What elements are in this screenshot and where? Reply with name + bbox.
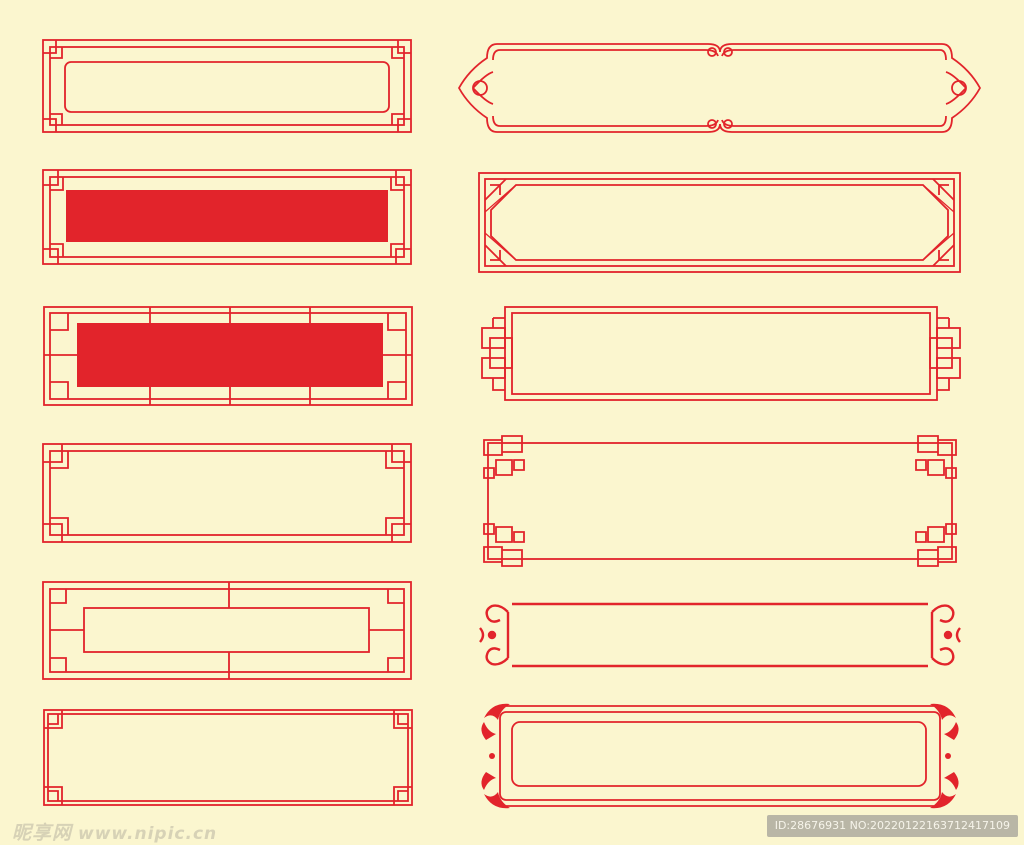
watermark-site: www.nipic.cn (78, 824, 218, 844)
frame-left-6 (43, 709, 413, 806)
watermark-id-badge: ID:28676931 NO:20220122163712417109 (766, 815, 1018, 837)
frame-right-1 (457, 43, 982, 133)
frame-right-4 (483, 435, 957, 567)
frame-left-4 (42, 443, 412, 543)
frame-right-5 (479, 602, 961, 668)
frame-left-1 (42, 39, 412, 133)
frame-right-3 (481, 306, 961, 401)
watermark-logo-zh: 昵享网 (12, 822, 73, 844)
frame-right-6 (481, 703, 959, 809)
frame-right-2 (478, 172, 961, 273)
frame-left-5 (42, 581, 412, 680)
frame-left-2 (42, 169, 412, 265)
frame-left-3 (43, 306, 413, 406)
